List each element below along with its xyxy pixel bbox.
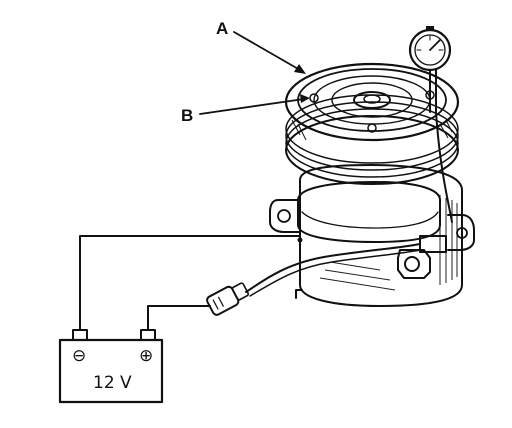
- clutch-pulley-assembly: [284, 62, 460, 185]
- callout-b: B: [181, 94, 310, 125]
- wiring: [79, 235, 421, 331]
- battery-voltage-label: 12 V: [93, 373, 132, 393]
- battery-positive-symbol: ⊕: [139, 346, 153, 366]
- battery-icon: ⊖ ⊕ 12 V: [58, 329, 164, 404]
- battery-negative-symbol: ⊖: [72, 346, 86, 366]
- compressor-icon: [269, 164, 475, 307]
- callout-a: A: [216, 19, 306, 74]
- wire-connector-icon: [206, 282, 250, 316]
- callout-a-label: A: [216, 19, 228, 38]
- callout-b-label: B: [181, 106, 193, 125]
- dial-gauge-icon: [408, 26, 453, 223]
